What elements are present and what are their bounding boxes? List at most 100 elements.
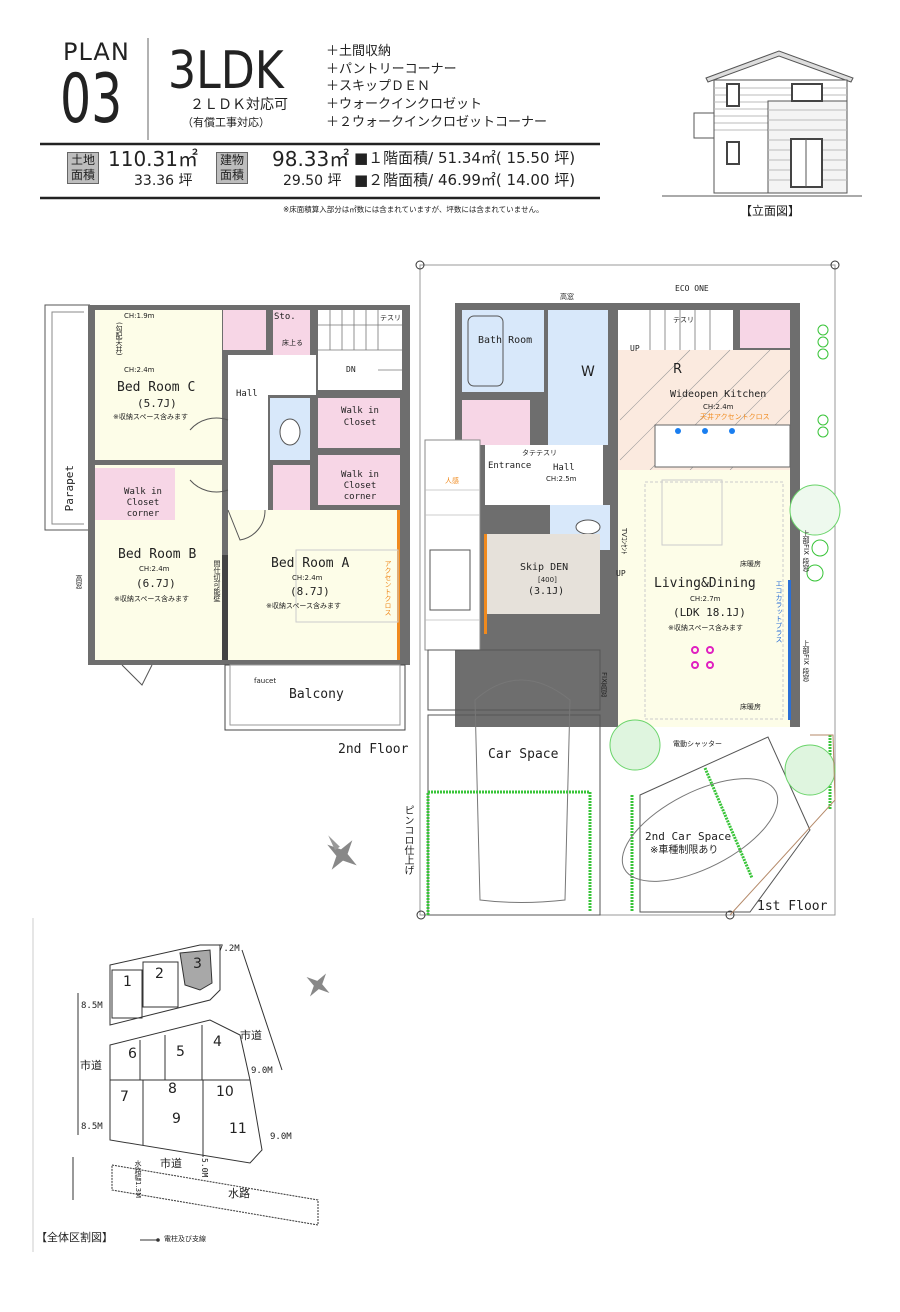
eco-one-label: ECO ONE (675, 284, 709, 293)
tree-icon (789, 484, 841, 536)
lot-3-highlight (179, 949, 213, 991)
lot-3: 3 (193, 956, 202, 972)
washroom-label: W (581, 364, 595, 380)
road-label-east: 市道 (240, 1029, 262, 1042)
bedroom-a-note: ※収納スペース含みます (266, 602, 342, 610)
compass-icon (306, 973, 330, 997)
waterway-label: 水路 (228, 1187, 250, 1200)
ceiling-height-c1: CH:1.9m (124, 312, 155, 320)
slope-ceiling-label: (勾配天井) (115, 322, 123, 356)
lot-boundary (419, 264, 836, 916)
floor-heating-label-2: 床暖房 (740, 703, 761, 711)
partition-label: 間仕切可能壁 (213, 560, 221, 602)
wic-label: Walk in Closet (341, 406, 379, 428)
skip-den-area (484, 534, 600, 614)
wic-area (318, 398, 400, 448)
tv-outlet-label: TVｺﾝｾﾝﾄ (620, 528, 628, 555)
high-window-2f: 高窓 (75, 575, 83, 589)
fix-high-window: FIX高窓 (600, 672, 608, 697)
feature-item: ＋スキップＤＥＮ (326, 79, 431, 94)
floor1-title: 1st Floor (757, 899, 828, 914)
faucet-label: faucet (254, 677, 277, 685)
stairs-up-label: UP (630, 344, 640, 353)
living-ch: CH:2.7m (690, 595, 721, 603)
parapet-outline (44, 304, 90, 531)
den-up-label: UP (616, 569, 626, 578)
car-space-outline (427, 714, 601, 916)
lot-2: 2 (155, 966, 164, 982)
floor1-drawing (415, 260, 841, 920)
skip-den-size: (3.1J) (528, 586, 565, 597)
building-sqm: 98.33㎡ (272, 147, 350, 171)
floor2-drawing (44, 304, 410, 731)
handrail-1f-label: テスリ (673, 316, 694, 324)
high-window-1f: 高窓 (560, 293, 574, 301)
dim-5-0m: 5.0M (200, 1158, 209, 1178)
feature-item: ＋パントリーコーナー (326, 62, 457, 77)
bedroom-c-note: ※収納スペース含みます (113, 413, 189, 421)
building-tsubo: 29.50 坪 (283, 173, 342, 189)
land-label-2: 面積 (70, 168, 95, 182)
stairs-1f (618, 310, 733, 350)
lot-8: 8 (168, 1081, 177, 1097)
wic-corner-b-label: Walk in Closet corner (124, 487, 162, 519)
kitchen-note: 天井アクセントクロス (700, 413, 770, 421)
bath-label: Bath Room (478, 335, 533, 346)
lot-4: 4 (213, 1034, 222, 1050)
pinkoro-finish-label: ピンコロ仕上げ (402, 805, 413, 875)
bedroom-c-size: (5.7J) (137, 397, 177, 410)
hall-1f-label: Hall (553, 463, 575, 473)
car-2-icon (621, 778, 779, 882)
bedroom-c-area (95, 310, 222, 460)
living-area (618, 470, 790, 727)
balcony-label: Balcony (289, 687, 344, 702)
compass-icon (327, 835, 357, 870)
handrail-2f-label: テスリ (380, 314, 401, 322)
stairs-down-label: DN (346, 365, 356, 374)
dim-8-5m-south: 8.5M (81, 1122, 103, 1132)
accent-cloth-2f: アクセントクロス (384, 560, 392, 616)
land-tsubo: 33.36 坪 (134, 173, 193, 189)
feature-item: ＋土間収納 (326, 44, 392, 59)
lot-11: 11 (229, 1121, 247, 1137)
bedroom-b-note: ※収納スペース含みます (114, 595, 190, 603)
upper-fix-window-2: 上部FIX 段窓 (802, 640, 810, 682)
hall-2f-label: Hall (236, 389, 258, 399)
feature-item: ＋２ウォークインクロゼットコーナー (326, 115, 548, 130)
living-size: (LDK 18.1J) (673, 606, 746, 619)
lot-1: 1 (123, 974, 132, 990)
tree-icon (609, 719, 661, 771)
alt-layout-note: （有償工事対応） (182, 116, 270, 129)
car-space-label: Car Space (488, 747, 559, 762)
hall-1f-ch: CH:2.5m (546, 475, 577, 483)
road-label-south: 市道 (160, 1157, 182, 1170)
utility-pole-legend: 電柱及び支線 (164, 1235, 206, 1243)
living-note: ※収納スペース含みます (668, 624, 744, 632)
car-space-2-outline (639, 736, 811, 913)
kitchen-name: Wideopen Kitchen (670, 389, 767, 400)
building-label-2: 面積 (219, 168, 244, 182)
dim-8-5m-north: 8.5M (81, 1001, 103, 1011)
vertical-rail-label: タテテスリ (522, 449, 557, 457)
layout-type: 3LDK (168, 41, 284, 101)
washroom-area (548, 310, 608, 445)
land-area-label: 土地面積 (67, 152, 99, 184)
wic-corner-a-label: Walk in Closet corner (341, 470, 379, 502)
entrance-area (485, 445, 603, 505)
wic-corner-b-area (95, 468, 175, 520)
floor1-area: ■１階面積/ 51.34㎡( 15.50 坪) (354, 149, 576, 167)
plan-label: PLAN (63, 38, 130, 66)
floor2-area: ■２階面積/ 46.99㎡( 14.00 坪) (354, 171, 576, 189)
shutter-label: 電動シャッター (673, 740, 722, 748)
storage-label: Sto. (274, 312, 296, 322)
site-plan-drawing (32, 918, 319, 1252)
car-space-2-note: ※車種制限あり (650, 845, 719, 856)
carport-roof-1 (427, 649, 601, 711)
car-space-2-label: 2nd Car Space (645, 830, 732, 843)
elevation-drawing (662, 50, 862, 197)
dim-9-0m-a: 9.0M (251, 1066, 273, 1076)
storage-note: 床上る (282, 339, 303, 347)
ceiling-height-c2: CH:2.4m (124, 366, 155, 374)
wic-corner-a-area (318, 455, 400, 505)
